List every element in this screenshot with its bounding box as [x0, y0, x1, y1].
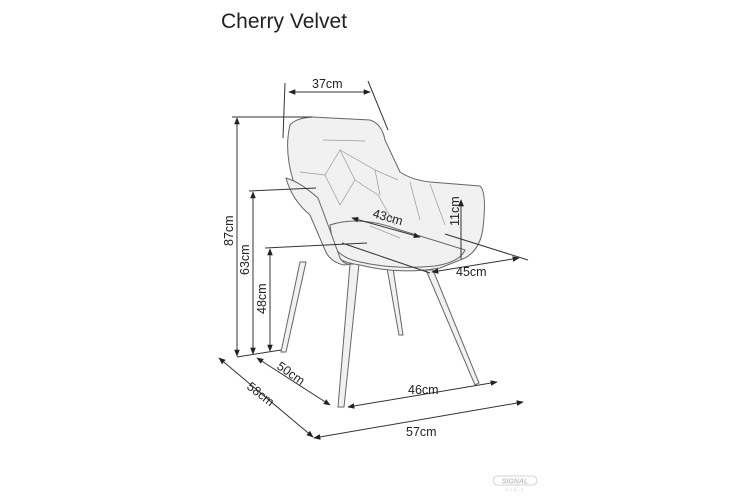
dimension-leg-width: 46cm — [347, 380, 498, 409]
chair-drawing — [280, 116, 485, 408]
svg-text:SIGNAL: SIGNAL — [502, 479, 528, 486]
dimension-armrest-height: 63cm — [238, 187, 317, 355]
svg-text:MEBLE: MEBLE — [505, 488, 524, 492]
label-total-height: 87cm — [222, 215, 236, 246]
label-total-depth: 58cm — [244, 379, 277, 409]
label-back-width: 37cm — [312, 77, 343, 91]
chair-leg — [280, 261, 307, 353]
dimension-total-width: 57cm — [313, 400, 524, 440]
chair-leg — [425, 269, 480, 386]
dimension-armrest-above-seat: 11cm — [448, 196, 464, 259]
label-seat-width: 45cm — [456, 265, 487, 279]
label-leg-depth: 50cm — [274, 359, 307, 388]
signal-logo: SIGNAL MEBLE — [492, 475, 538, 492]
chair-leg — [386, 267, 404, 336]
label-armrest-height: 63cm — [238, 244, 252, 275]
dimension-back-width: 37cm — [282, 77, 389, 139]
chair-armrest — [285, 177, 353, 266]
label-armrest-above-seat: 11cm — [448, 196, 462, 226]
dimension-seat-height: 48cm — [236, 242, 368, 358]
product-title: Cherry Velvet — [221, 10, 348, 33]
chair-leg — [337, 263, 360, 408]
label-leg-width: 46cm — [408, 383, 439, 397]
label-seat-height: 48cm — [255, 283, 269, 314]
dimension-seat-width: 45cm — [341, 233, 529, 279]
dimension-total-height: 87cm — [222, 116, 312, 357]
label-total-width: 57cm — [406, 425, 437, 439]
